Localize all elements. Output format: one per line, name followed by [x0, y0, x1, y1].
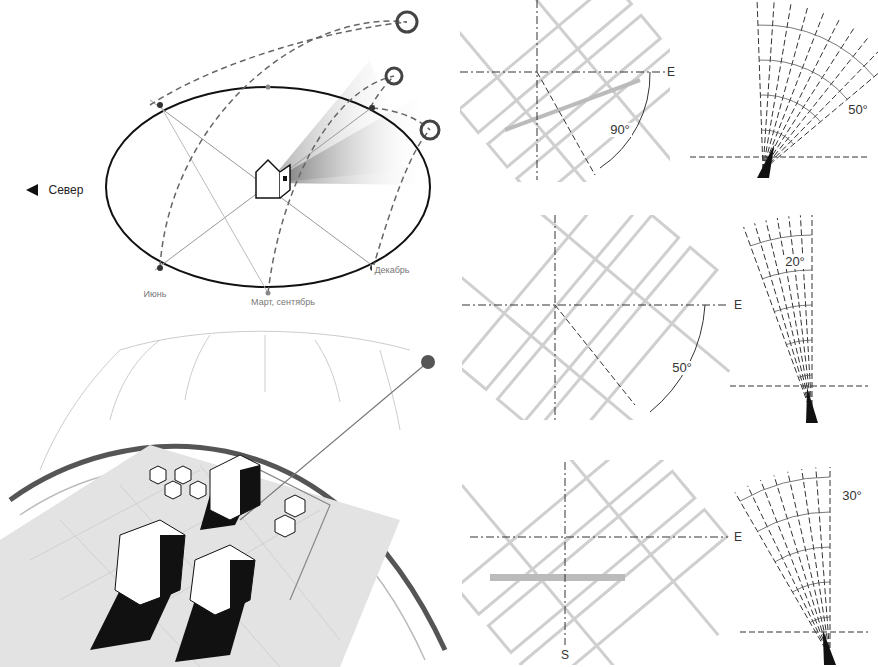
- fan-ray: [774, 475, 830, 657]
- diagram-label: 90°: [608, 123, 632, 137]
- ray-fans: [690, 0, 878, 665]
- fan-ray: [750, 235, 812, 246]
- fan-ray: [802, 469, 830, 657]
- fan-ray: [763, 11, 824, 170]
- fan-ray: [763, 18, 840, 170]
- fan-ray: [757, 144, 774, 178]
- fan-ray: [823, 630, 836, 665]
- fan-ray: [798, 375, 812, 377]
- fan-ray: [812, 215, 813, 415]
- diagram-label: Март, сентябрь: [249, 297, 317, 308]
- fan-ray: [774, 305, 812, 312]
- sun-path: [26, 12, 439, 296]
- fan-ray: [806, 387, 818, 423]
- diagram-label: 50°: [846, 103, 870, 117]
- fan-ray: [758, 25, 874, 77]
- fan-ray: [800, 215, 812, 415]
- fan-ray: [762, 270, 812, 279]
- fan-ray: [758, 512, 831, 531]
- fan-ray: [760, 95, 820, 122]
- fan-ray: [744, 227, 812, 415]
- diagram-label: E: [665, 65, 677, 79]
- diagram-label: Декабрь: [372, 265, 411, 276]
- site-model: [0, 331, 445, 667]
- fan-ray: [775, 547, 830, 562]
- fan-ray: [740, 477, 830, 501]
- fan-ray: [816, 468, 830, 657]
- fan-ray: [735, 492, 830, 657]
- street-grid: [406, 0, 775, 667]
- diagram-label: 30°: [840, 489, 864, 503]
- fan-ray: [766, 220, 812, 415]
- fan-ray: [786, 340, 812, 345]
- fan-ray: [759, 60, 847, 99]
- fan-ray: [763, 48, 878, 170]
- fan-ray: [757, 0, 763, 170]
- diagram-label: 20°: [783, 255, 807, 269]
- diagram-label: Север: [47, 183, 86, 197]
- fan-ray: [789, 216, 812, 415]
- diagram-label: E: [732, 298, 744, 312]
- fan-ray: [762, 130, 794, 144]
- fan-ray: [810, 617, 830, 622]
- diagram-label: Июнь: [142, 289, 169, 300]
- diagram-label: 50°: [670, 361, 694, 375]
- fan-ray: [830, 467, 831, 657]
- fan-ray: [761, 480, 830, 657]
- fan-ray: [763, 6, 808, 170]
- diagram-label: S: [559, 648, 571, 662]
- fan-ray: [763, 61, 878, 170]
- fan-ray: [755, 223, 812, 415]
- fan-ray: [763, 2, 791, 170]
- fan-ray: [748, 486, 830, 657]
- fan-ray: [763, 27, 855, 170]
- diagram-label: E: [732, 530, 744, 544]
- fan-ray: [793, 582, 831, 592]
